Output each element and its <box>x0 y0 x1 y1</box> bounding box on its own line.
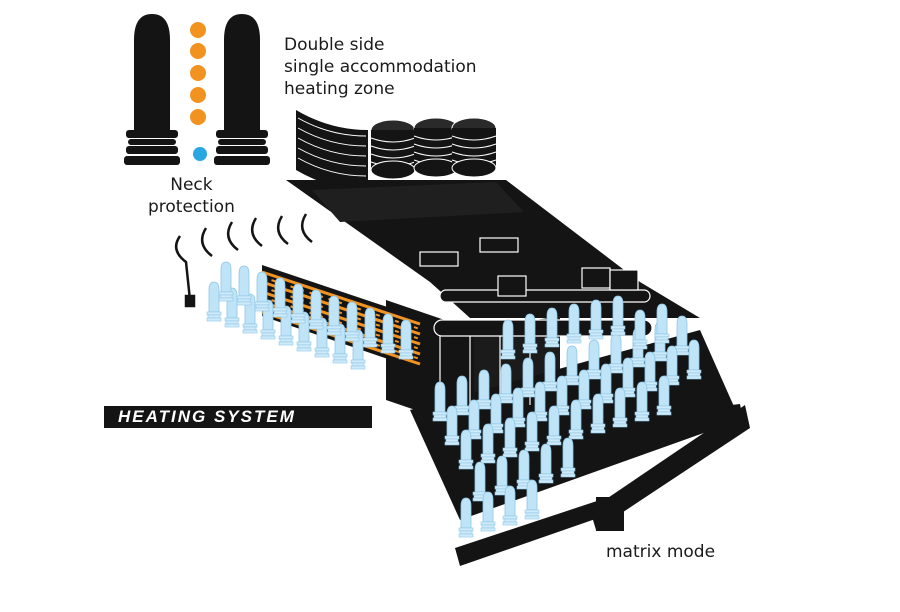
heating-zone-line-2: single accommodation <box>284 57 477 77</box>
heating-system-banner <box>104 406 372 428</box>
heater-dots <box>190 22 206 125</box>
neck-protection-line-1: Neck <box>170 175 213 195</box>
lamp-wires <box>174 213 313 308</box>
matrix-mode-label: matrix mode <box>606 542 716 562</box>
cooling-coils <box>296 110 497 190</box>
heating-system-title: HEATING SYSTEM <box>118 407 296 426</box>
black-preform-left <box>124 14 180 165</box>
heating-zone-label: Double side single accommodation heating… <box>284 34 477 100</box>
neck-protection-line-2: protection <box>148 197 235 217</box>
neck-dot <box>193 147 207 161</box>
black-preform-right <box>214 14 270 165</box>
heating-zone-line-1: Double side <box>284 35 385 55</box>
neck-protection-label: Neck protection <box>148 174 235 218</box>
heating-zone-line-3: heating zone <box>284 79 395 99</box>
